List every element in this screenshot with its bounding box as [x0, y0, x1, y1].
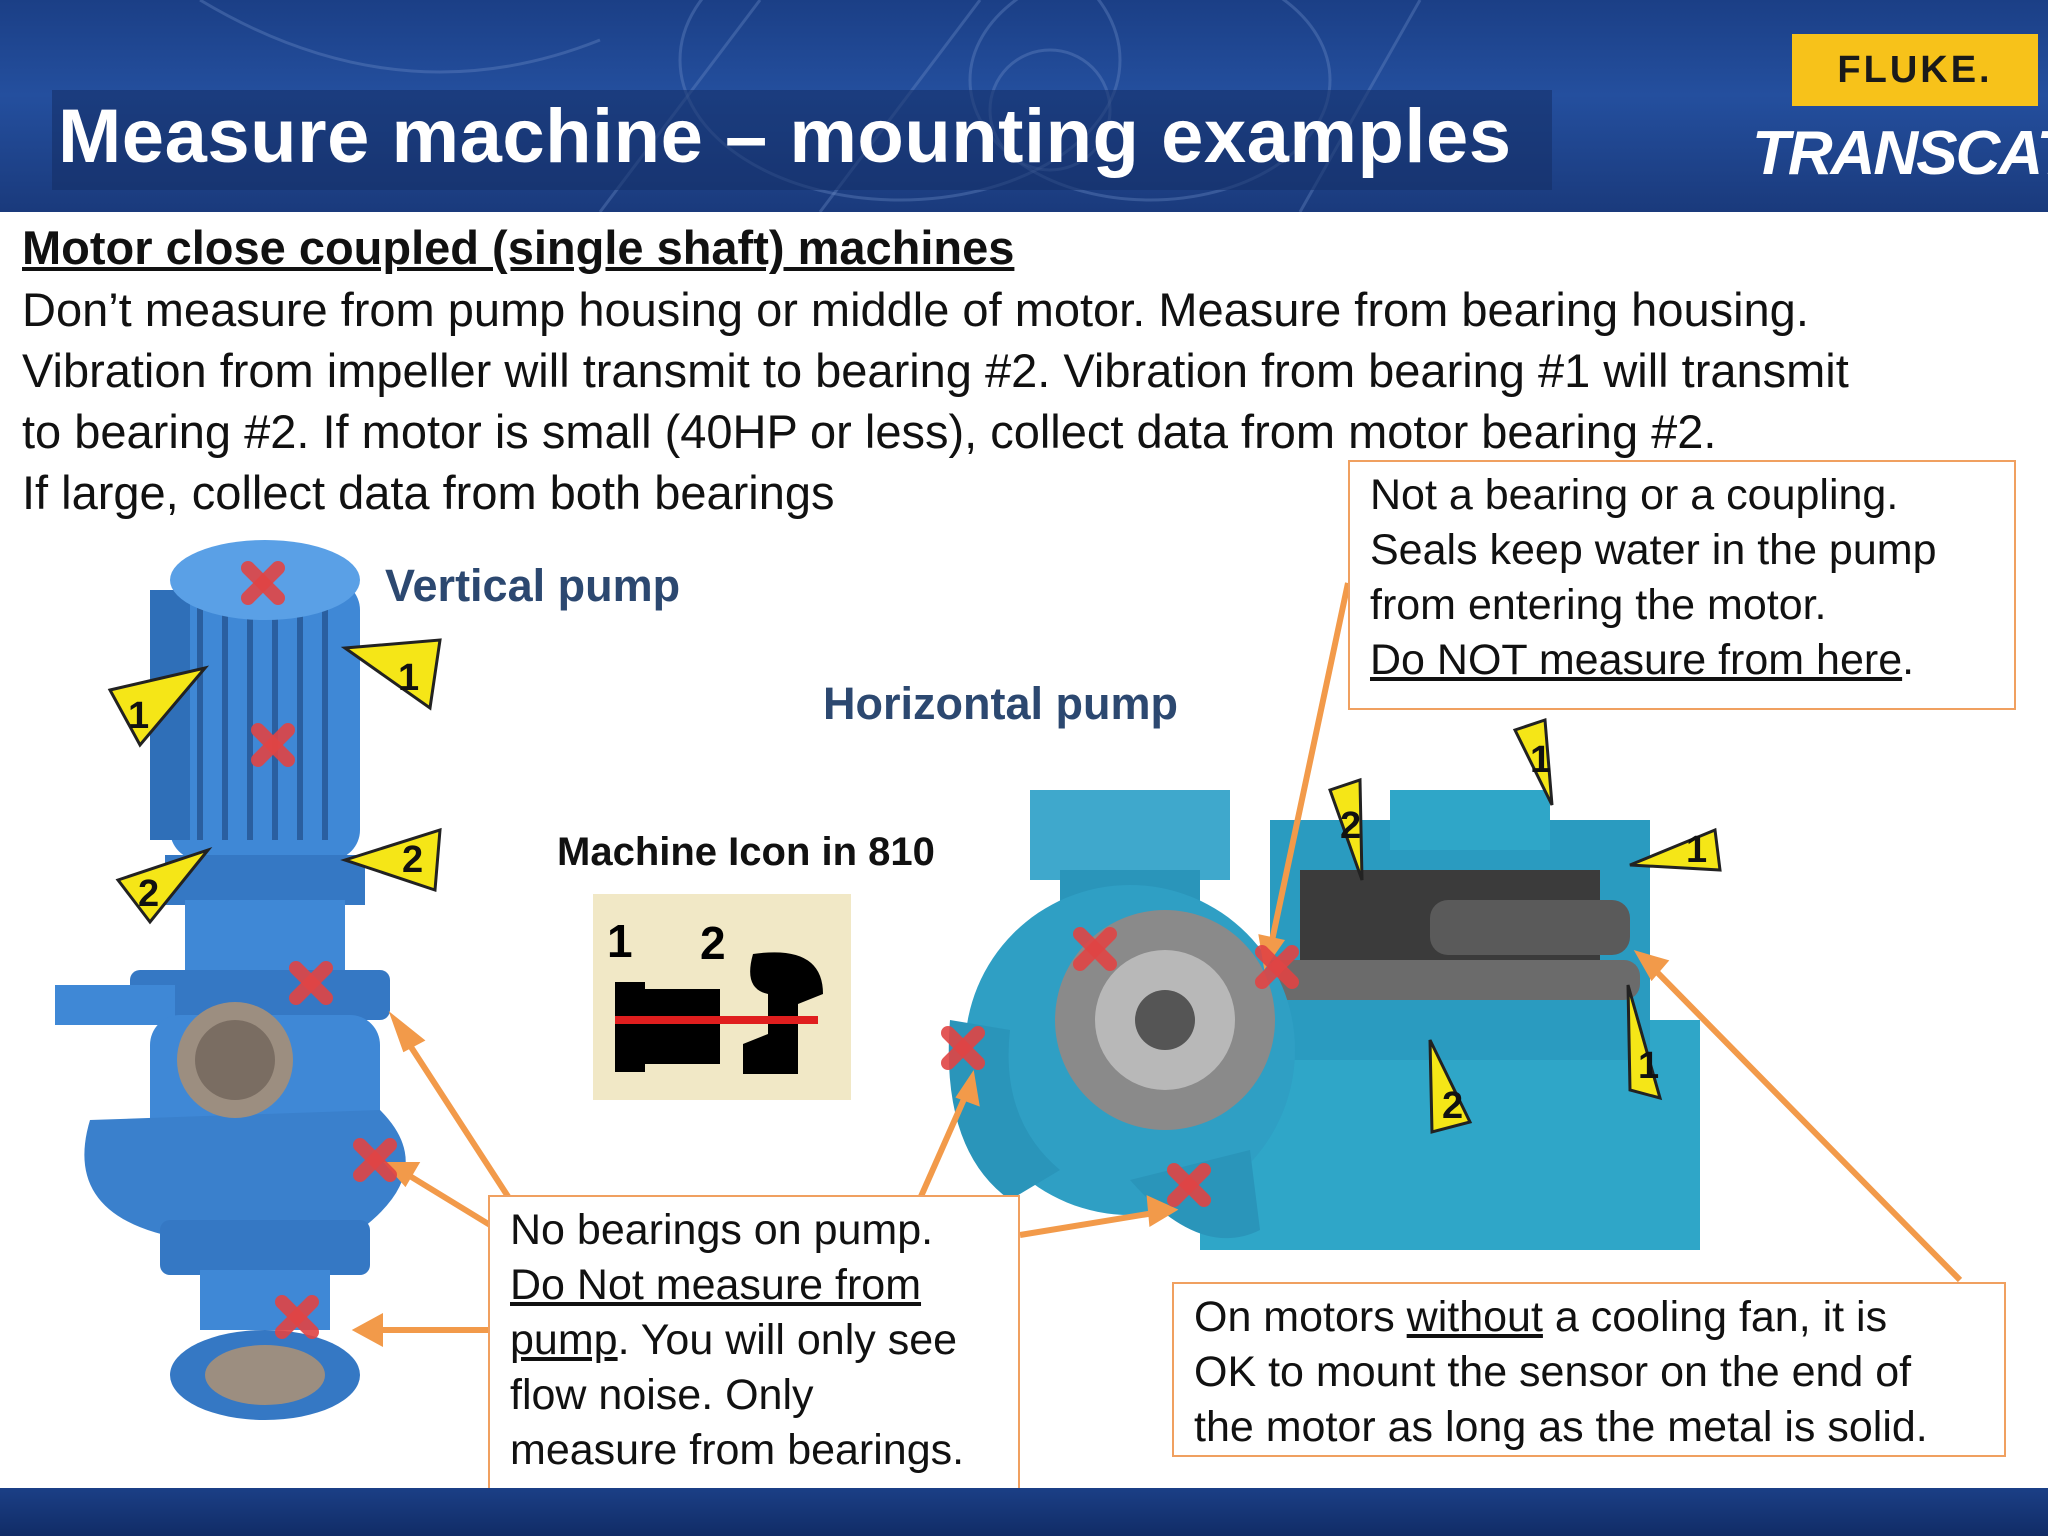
fan-callout-without: without [1406, 1293, 1543, 1341]
transcat-logo: TRANSCAT [1752, 119, 2048, 188]
title-backdrop [52, 90, 1552, 190]
fan-callout-line-2: OK to mount the sensor on the end of [1194, 1348, 1912, 1396]
footer-bar [0, 1488, 2048, 1536]
pump-callout-line-3: pump. You will only see [510, 1313, 998, 1368]
icon-number-2: 2 [700, 917, 726, 969]
x-markers [241, 561, 1299, 1339]
marker-label: 1 [1530, 739, 1551, 781]
fluke-logo: FLUKE. [1792, 34, 2038, 106]
machine-icon-box: 1 2 [593, 894, 851, 1100]
fan-callout-line-1b: a cooling fan, it is [1542, 1293, 1888, 1341]
bearing-marker-labels: 1 1 2 2 1 2 1 1 2 [128, 657, 1707, 1127]
pump-callout: No bearings on pump. Do Not measure from… [488, 1195, 1020, 1499]
header-banner: Measure machine – mounting examples FLUK… [0, 0, 2048, 212]
seal-callout-period: . [1902, 636, 1915, 684]
seal-callout-line-3: from entering the motor. [1370, 581, 1827, 629]
body-line-4: If large, collect data from both bearing… [22, 466, 835, 519]
seal-callout-line-2: Seals keep water in the pump [1370, 526, 1937, 574]
horizontal-pump-illustration [948, 790, 1700, 1250]
marker-label: 1 [1638, 1045, 1659, 1087]
marker-label: 2 [1442, 1085, 1463, 1127]
vertical-pump-label: Vertical pump [385, 560, 681, 611]
pump-illustrations: 1 1 2 2 1 2 1 1 2 [55, 540, 1963, 1420]
marker-label: 2 [1340, 805, 1361, 847]
seal-callout-line-4: Do NOT measure from here. [1370, 633, 1994, 688]
marker-label: 1 [1686, 829, 1707, 871]
icon-number-1: 1 [607, 915, 633, 967]
machine-icon [615, 952, 823, 1074]
fan-callout-line-1a: On motors [1194, 1293, 1407, 1341]
seal-callout-warning: Do NOT measure from here [1370, 636, 1903, 684]
seal-callout-line-1: Not a bearing or a coupling. [1370, 471, 1899, 519]
machine-icon-label: Machine Icon in 810 [557, 830, 935, 874]
body-line-3: to bearing #2. If motor is small (40HP o… [22, 405, 1717, 458]
pump-callout-line-4: flow noise. Only [510, 1371, 814, 1419]
pump-callout-line-3-rest: . You will only see [617, 1316, 958, 1364]
marker-label: 2 [138, 873, 159, 915]
body-line-2: Vibration from impeller will transmit to… [22, 344, 1849, 397]
body-line-1: Don’t measure from pump housing or middl… [22, 283, 1809, 336]
pump-callout-line-1: No bearings on pump. [510, 1206, 934, 1254]
pump-callout-line-5: measure from bearings. [510, 1426, 965, 1474]
page-title: Measure machine – mounting examples [58, 94, 1512, 179]
fan-callout-line-1: On motors without a cooling fan, it is [1194, 1290, 1984, 1345]
pump-callout-line-2: Do Not measure from [510, 1258, 998, 1313]
seal-callout: Not a bearing or a coupling. Seals keep … [1348, 460, 2016, 710]
fan-callout-line-3: the motor as long as the metal is solid. [1194, 1403, 1928, 1451]
section-subheading: Motor close coupled (single shaft) machi… [22, 221, 1015, 274]
marker-label: 1 [398, 657, 419, 699]
vertical-pump-illustration [55, 540, 406, 1420]
marker-label: 2 [402, 839, 423, 881]
horizontal-pump-label: Horizontal pump [823, 678, 1178, 729]
marker-label: 1 [128, 695, 149, 737]
pump-callout-warning: Do Not measure from [510, 1261, 922, 1309]
pump-callout-pump-word: pump [510, 1316, 618, 1364]
bearing-markers [107, 638, 1722, 1134]
fan-callout: On motors without a cooling fan, it is O… [1172, 1282, 2006, 1457]
callout-arrows [351, 582, 1963, 1348]
